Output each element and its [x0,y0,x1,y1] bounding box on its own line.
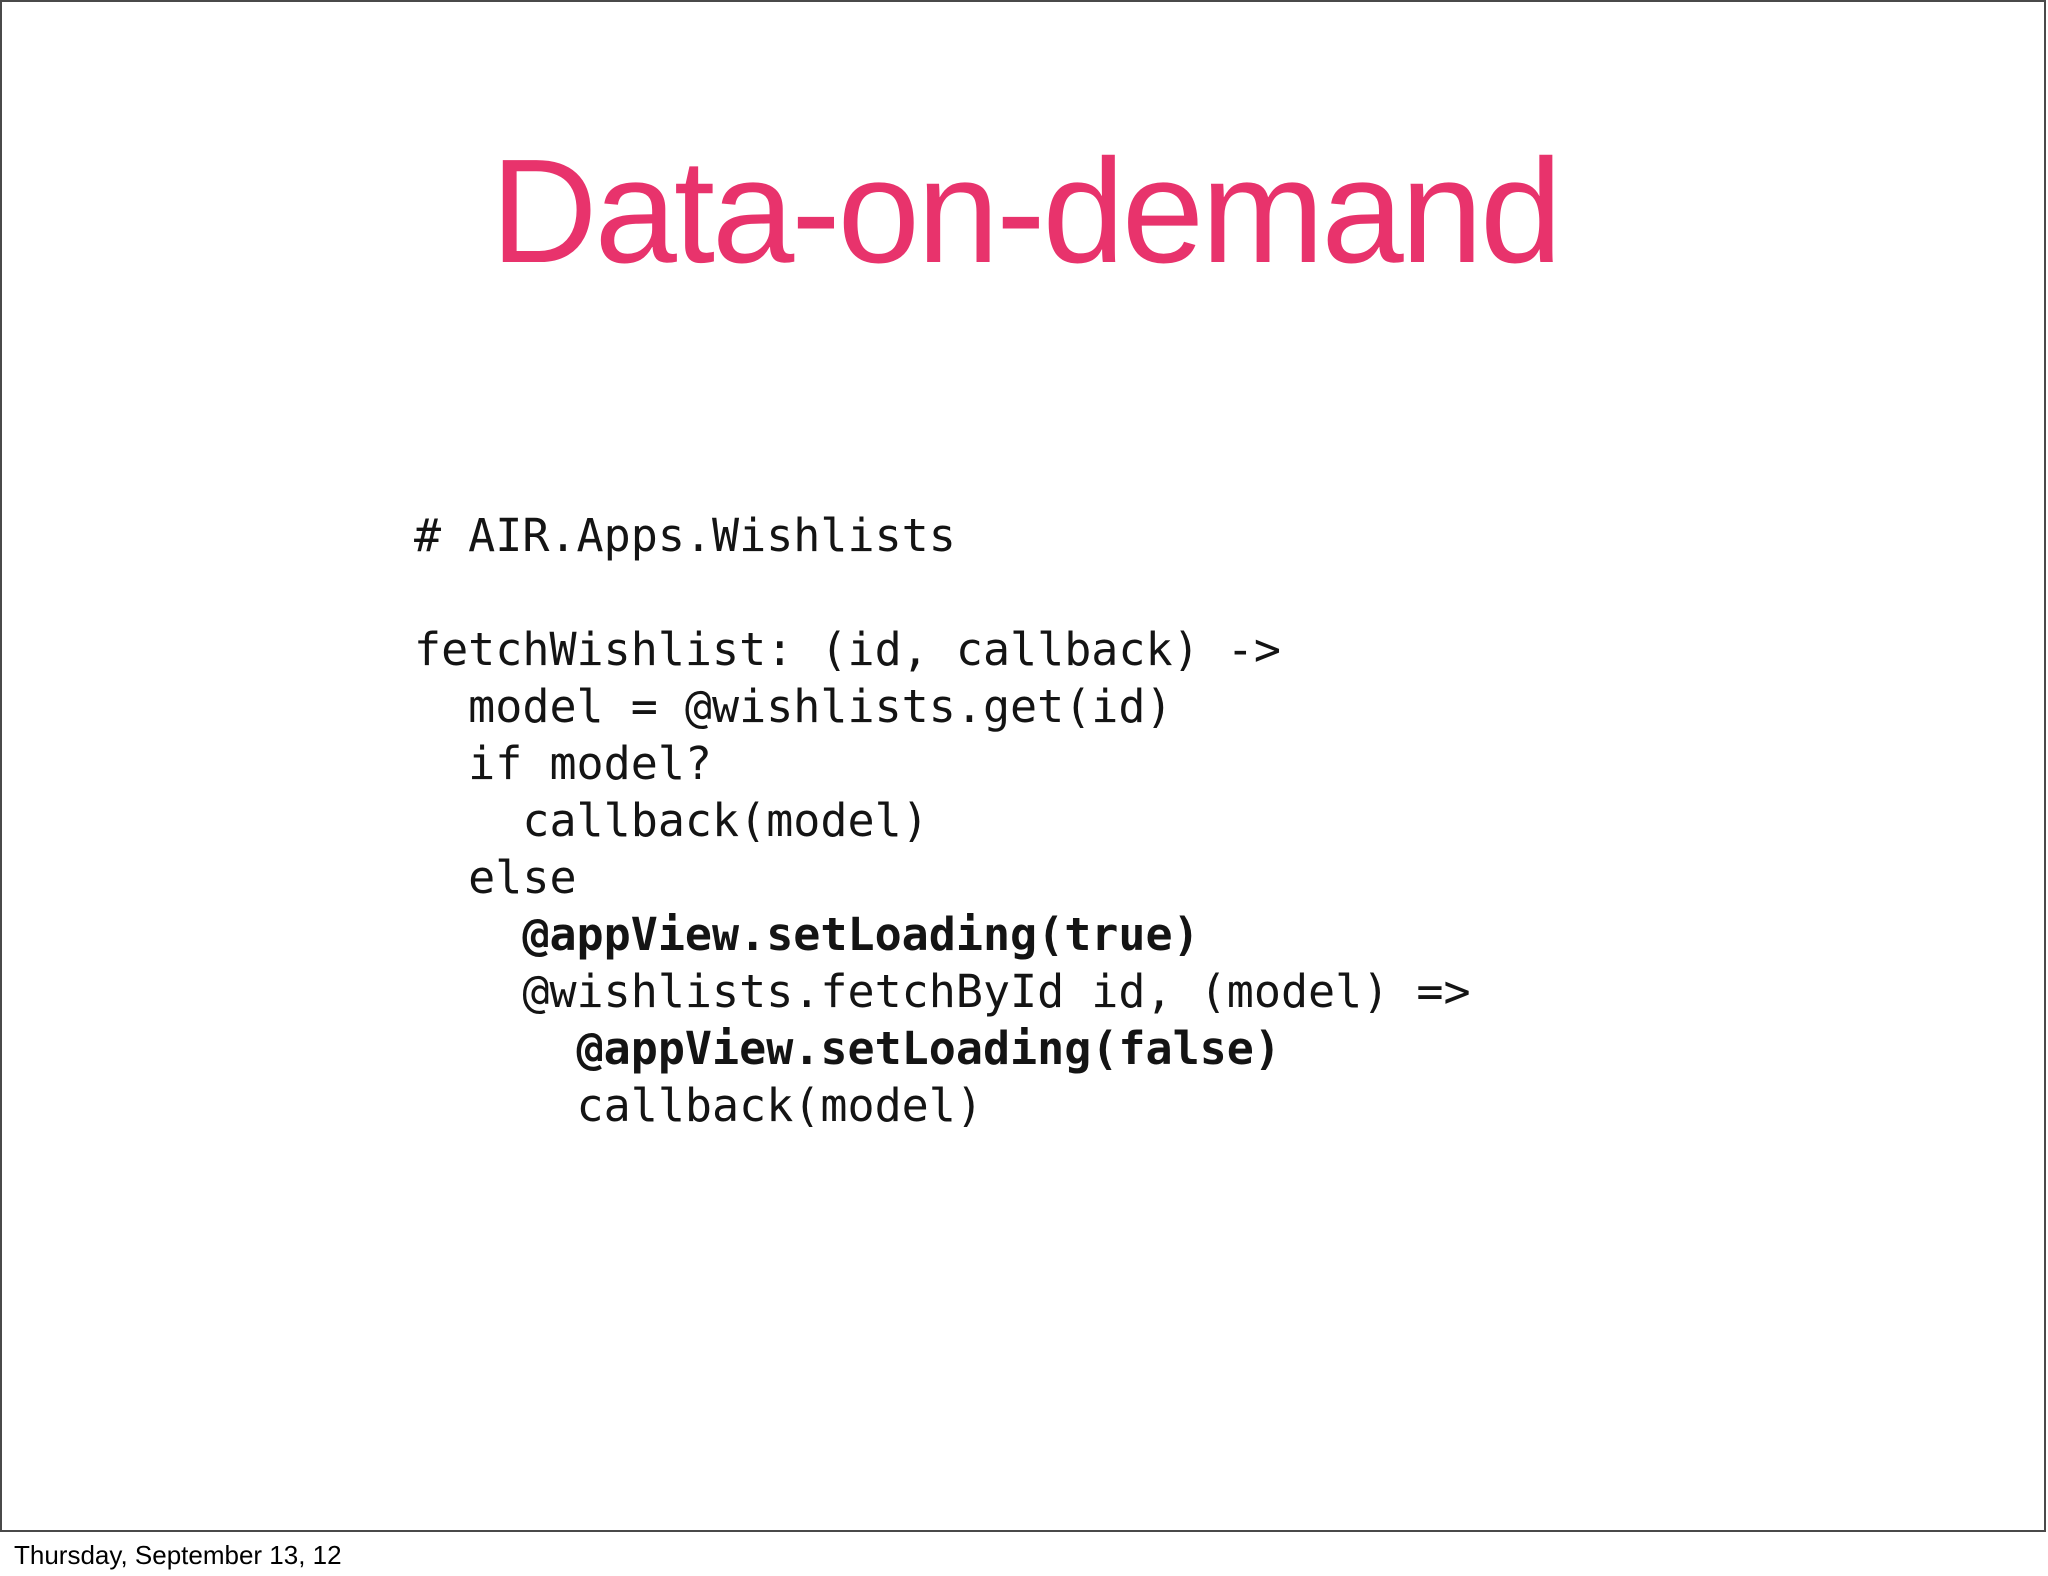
code-line [414,564,1471,621]
code-line: else [414,851,577,904]
code-block: # AIR.Apps.Wishlists fetchWishlist: (id,… [414,507,1471,1134]
code-line: model = @wishlists.get(id) [414,680,1173,733]
code-line: @appView.setLoading(true) [414,908,1200,961]
footer-date: Thursday, September 13, 12 [14,1540,342,1570]
page-title: Data-on-demand [490,129,1563,294]
code-line: @appView.setLoading(false) [414,1022,1281,1075]
code-line: fetchWishlist: (id, callback) -> [414,623,1281,676]
code-line: # AIR.Apps.Wishlists [414,509,956,562]
code-line: @wishlists.fetchById id, (model) => [414,965,1471,1018]
code-line: if model? [414,737,713,790]
slide-frame: Data-on-demand # AIR.Apps.Wishlists fetc… [0,0,2046,1532]
code-line: callback(model) [414,1079,983,1132]
code-line: callback(model) [414,794,929,847]
